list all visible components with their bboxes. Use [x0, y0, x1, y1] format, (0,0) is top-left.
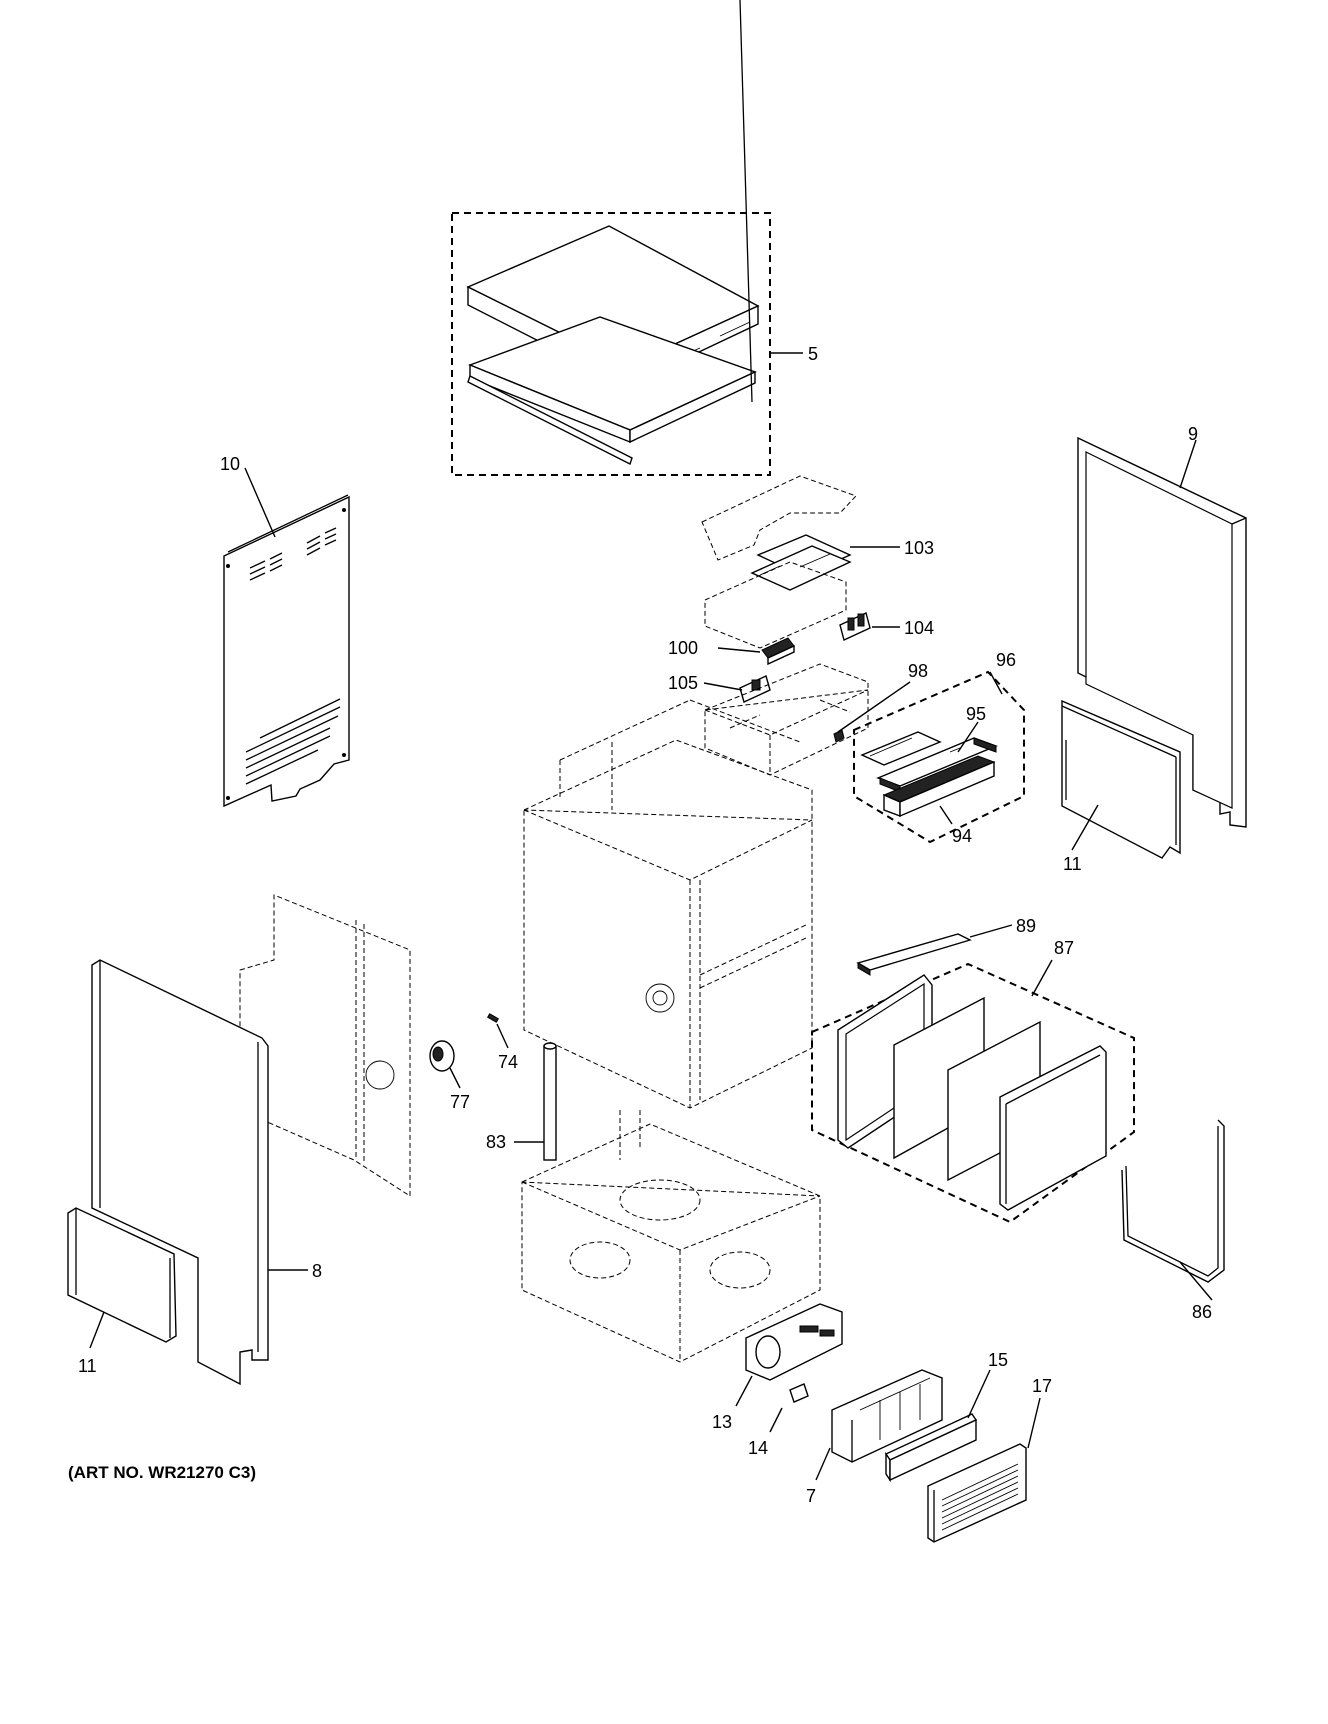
callout-10: 10 — [220, 454, 240, 474]
part-104-bracket: 104 — [839, 612, 934, 641]
oven-cavity — [523, 699, 813, 1109]
callout-105: 105 — [668, 673, 698, 693]
callout-77: 77 — [450, 1092, 470, 1112]
callout-14: 14 — [748, 1438, 768, 1458]
callout-103: 103 — [904, 538, 934, 558]
control-chassis — [704, 663, 869, 776]
callout-17: 17 — [1032, 1376, 1052, 1396]
callout-8: 8 — [312, 1261, 322, 1281]
part-96-group: 96 95 94 — [853, 650, 1025, 846]
callout-87: 87 — [1054, 938, 1074, 958]
art-number: (ART NO. WR21270 C3) — [68, 1463, 256, 1482]
part-87-group-outline — [811, 962, 1135, 1224]
callout-96: 96 — [996, 650, 1016, 670]
callout-94: 94 — [952, 826, 972, 846]
control-housing-top — [701, 475, 857, 561]
callout-104: 104 — [904, 618, 934, 638]
top-seal-strip — [467, 375, 633, 465]
part-77-motor: 77 — [429, 1040, 470, 1112]
part-15-vent-plate: 15 — [884, 1350, 1008, 1483]
lower-chassis — [521, 1110, 821, 1363]
part-8-side-panel: 8 — [91, 959, 322, 1386]
part-95-bracket-small — [860, 731, 942, 766]
part-96-group-outline — [853, 670, 1025, 844]
part-86-door-gasket: 86 — [1121, 1119, 1225, 1322]
side-panel-left — [91, 959, 269, 1386]
part-13-vent-housing: 13 — [712, 1303, 843, 1432]
callout-98: 98 — [908, 661, 928, 681]
callout-7: 7 — [806, 1486, 816, 1506]
callout-11-right: 11 — [1063, 854, 1082, 874]
part-105-bracket: 105 — [668, 673, 771, 703]
part-100-connector: 100 — [668, 637, 795, 666]
callout-5: 5 — [808, 344, 818, 364]
part-74-pin: 74 — [486, 1013, 518, 1072]
control-board-103 — [750, 545, 852, 591]
part-89-door-trim: 89 — [856, 916, 1036, 976]
cavity-fan-port — [645, 983, 675, 1013]
part-5-top-cover-assembly: 5 — [451, 0, 818, 476]
part-103-control-board-stack: 103 — [701, 475, 934, 649]
part-7-vent-frame: 7 — [806, 1369, 943, 1506]
callout-89: 89 — [1016, 916, 1036, 936]
callout-11-left: 11 — [78, 1356, 97, 1376]
callout-74: 74 — [498, 1052, 518, 1072]
part-83-tube: 83 — [486, 1042, 557, 1161]
part-17-grille: 17 — [927, 1376, 1052, 1543]
callout-95: 95 — [966, 704, 986, 724]
part-98-sensor: 98 — [833, 661, 928, 743]
part-9-side-frame: 9 — [1077, 424, 1247, 828]
rear-panel-outline — [223, 495, 350, 808]
part-11-right-access-panel: 11 — [1061, 699, 1181, 874]
rear-panel-vents-top — [249, 527, 337, 581]
callout-86: 86 — [1192, 1302, 1212, 1322]
door-outer-panel — [999, 1045, 1107, 1211]
callout-15: 15 — [988, 1350, 1008, 1370]
part-87-door-assembly: 87 — [811, 938, 1135, 1224]
callout-13: 13 — [712, 1412, 732, 1432]
access-panel-right — [1061, 699, 1181, 859]
control-housing-bottom — [704, 561, 847, 649]
callout-83: 83 — [486, 1132, 506, 1152]
part-10-rear-panel: 10 — [220, 454, 350, 808]
rear-panel-vents-bottom — [245, 698, 341, 785]
callout-100: 100 — [668, 638, 698, 658]
part-11-left-access-panel: 11 — [67, 1207, 177, 1376]
part-14-label: 14 — [748, 1383, 809, 1458]
callout-9: 9 — [1188, 424, 1198, 444]
side-wrapper-dashed — [239, 894, 411, 1197]
part-5-group-outline — [451, 212, 771, 476]
